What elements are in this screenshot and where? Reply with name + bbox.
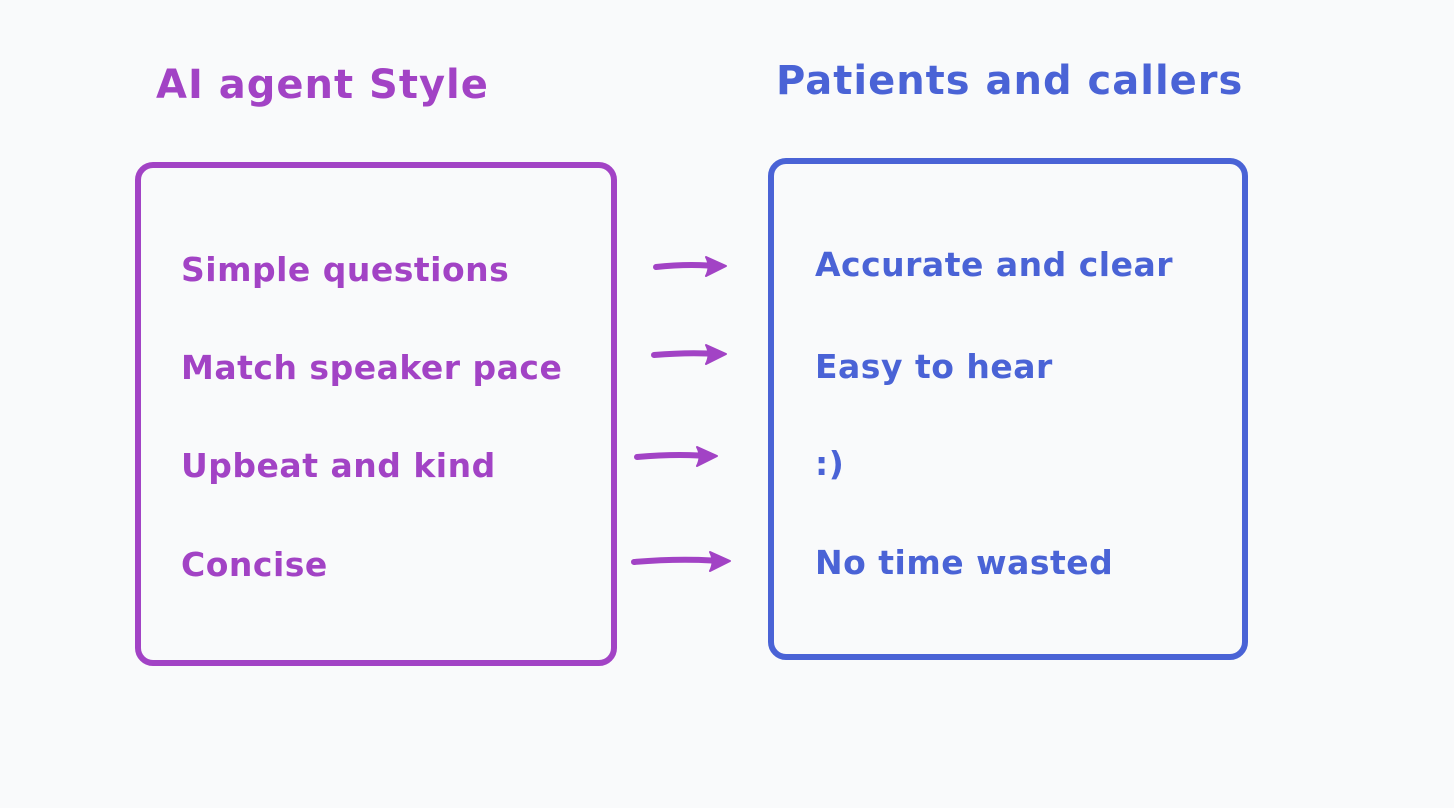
patients-and-callers-box: [768, 158, 1248, 660]
right-box-title: Patients and callers: [776, 58, 1244, 104]
right-item-no-time-wasted: No time wasted: [815, 543, 1114, 582]
arrow-right-icon: [631, 551, 731, 572]
right-item-easy-to-hear: Easy to hear: [815, 347, 1053, 386]
right-item-smiley: :): [815, 444, 845, 483]
right-item-accurate-and-clear: Accurate and clear: [815, 245, 1174, 284]
left-item-upbeat-and-kind: Upbeat and kind: [181, 446, 496, 485]
arrow-right-icon: [634, 446, 718, 467]
left-item-match-speaker-pace: Match speaker pace: [181, 348, 563, 387]
ai-agent-style-box: [135, 162, 617, 666]
arrow-right-icon: [653, 256, 727, 277]
arrow-right-icon: [651, 344, 727, 365]
left-item-simple-questions: Simple questions: [181, 250, 510, 289]
left-item-concise: Concise: [181, 545, 328, 584]
left-box-title: AI agent Style: [156, 62, 489, 108]
